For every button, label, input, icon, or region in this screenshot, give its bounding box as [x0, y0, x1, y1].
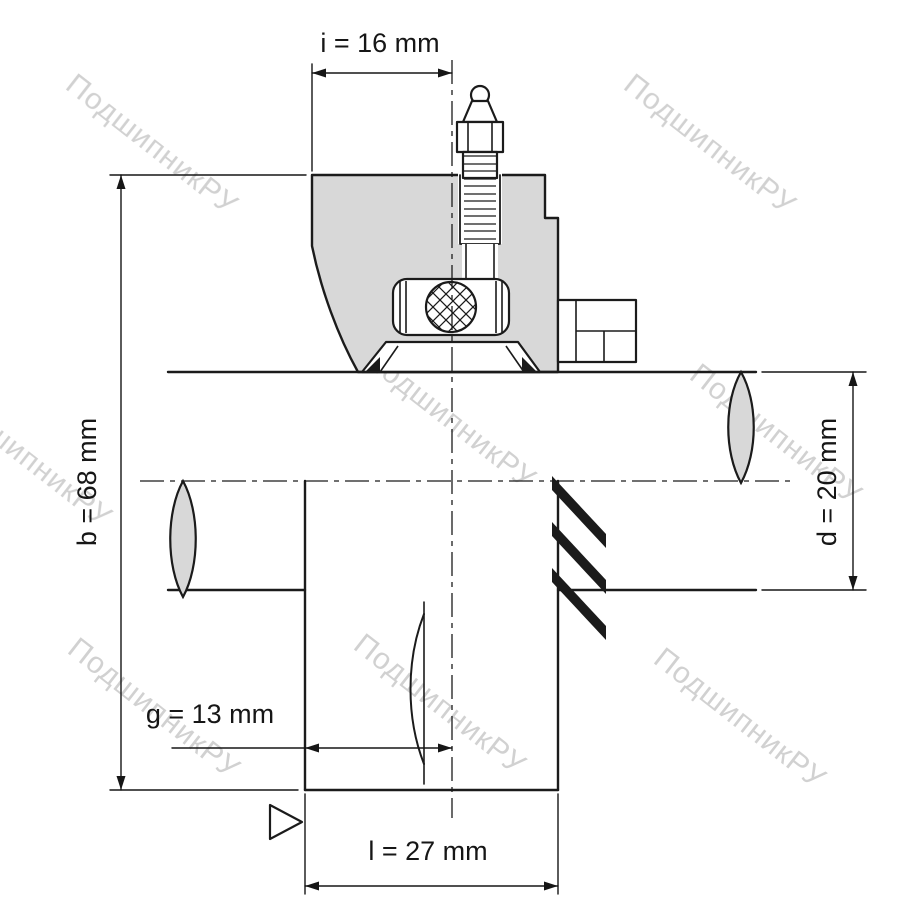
dim-d-label: d = 20 mm: [812, 418, 842, 546]
dim-l-extensions: [304, 793, 559, 895]
dim-g-label: g = 13 mm: [146, 699, 274, 729]
shaft-break-left: [169, 478, 197, 600]
seal-corner-right: [522, 357, 536, 371]
fitting-neck: [461, 99, 499, 124]
grease-hole: [458, 172, 502, 244]
ball-section: [424, 280, 478, 334]
ball-hatch: [426, 282, 476, 332]
fitting-hex: [455, 120, 505, 154]
dim-l-label: l = 27 mm: [368, 836, 487, 866]
dimensions: [109, 63, 867, 895]
center-lines: [140, 60, 792, 818]
watermark-text: ПодшипникРУ: [348, 628, 532, 782]
housing-barrel: [303, 479, 560, 792]
arrow-l-left: [305, 881, 319, 891]
arrow-g-right: [438, 743, 452, 753]
fitting-threads: [464, 155, 496, 240]
shaft-break-right: [727, 369, 755, 486]
arrow-g-left: [305, 743, 319, 753]
arrow-d-bottom: [848, 576, 858, 590]
bearing-insert: [360, 277, 542, 374]
arrow-b-top: [116, 175, 126, 189]
dimension-arrows: [116, 68, 858, 891]
dim-d-extensions: [761, 371, 867, 591]
arrow-i-left: [312, 68, 326, 78]
dim-b-label: b = 68 mm: [72, 418, 102, 546]
arrow-b-bottom: [116, 776, 126, 790]
arrow-d-top: [848, 372, 858, 386]
watermark-text: ПодшипникРУ: [60, 68, 244, 222]
dim-b-extensions: [109, 174, 307, 791]
arrow-i-right: [438, 68, 452, 78]
grease-channel-lines: [465, 243, 495, 281]
dim-i-label: i = 16 mm: [320, 28, 439, 58]
grease-channel: [462, 244, 498, 282]
locking-zigzag: [552, 476, 606, 640]
seal-corner-left: [366, 357, 380, 371]
grease-fitting: [455, 84, 505, 240]
watermark-text: ПодшипникРУ: [618, 68, 802, 222]
arrow-l-right: [544, 881, 558, 891]
shaft: [166, 369, 758, 600]
fitting-hex-facets: [467, 122, 493, 152]
seal-lips: [379, 345, 525, 373]
datum-triangle-symbol: [268, 803, 304, 841]
watermark-text: ПодшипникРУ: [648, 642, 832, 796]
dimension-labels: i = 16 mm b = 68 mm d = 20 mm g = 13 mm …: [72, 28, 842, 866]
flange-block: [556, 298, 638, 364]
flange-block-lines: [575, 300, 636, 362]
inner-ring-end-bars: [399, 281, 503, 333]
